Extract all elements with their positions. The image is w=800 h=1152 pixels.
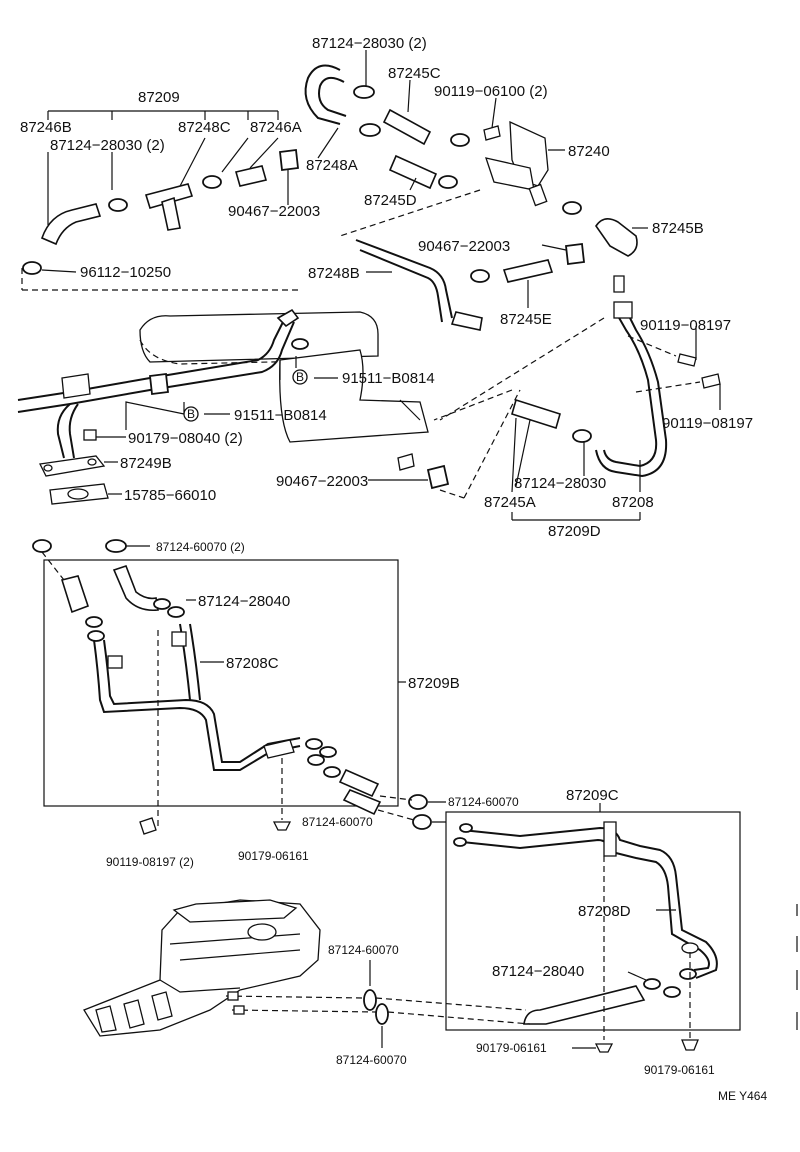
label-87245E: 87245E	[500, 311, 552, 328]
assembly-87209B	[32, 539, 446, 835]
label-87209: 87209	[138, 89, 180, 106]
label-87209C: 87209C	[566, 787, 619, 804]
label-87248C: 87248C	[178, 119, 231, 136]
fuel-tank-assembly	[83, 899, 531, 1048]
label-87208D: 87208D	[578, 903, 631, 920]
label-90467-22003-b: 90467−22003	[418, 238, 510, 255]
label-96112-10250: 96112−10250	[80, 264, 171, 281]
label-90119-08197-2: 90119-08197 (2)	[106, 855, 194, 869]
middle-left-assembly	[17, 308, 521, 505]
label-90119-08197-a: 90119−08197	[640, 317, 731, 334]
label-87240: 87240	[568, 143, 610, 160]
label-87124-60070-a: 87124-60070	[448, 795, 519, 809]
label-87249B: 87249B	[120, 455, 172, 472]
top-assembly	[21, 50, 648, 331]
label-87209B: 87209B	[408, 675, 460, 692]
label-90467-22003-a: 90467−22003	[228, 203, 320, 220]
label-87124-60070-b: 87124-60070	[302, 815, 373, 829]
label-87246A: 87246A	[250, 119, 302, 136]
label-90179-06161-c: 90179-06161	[644, 1063, 715, 1077]
label-87248A: 87248A	[306, 157, 358, 174]
label-87245A: 87245A	[484, 494, 536, 511]
label-90179-06161-a: 90179-06161	[238, 849, 309, 863]
label-reference-code: ME Y464	[718, 1089, 767, 1103]
label-87246B: 87246B	[20, 119, 72, 136]
label-87124-28040-bot: 87124−28040	[492, 963, 584, 980]
label-90179-06161-b: 90179-06161	[476, 1041, 547, 1055]
label-91511-B0814-a: 91511−B0814	[342, 370, 435, 387]
label-87245C: 87245C	[388, 65, 441, 82]
label-90119-06100-2: 90119−06100 (2)	[434, 83, 548, 100]
label-90467-22003-c: 90467−22003	[276, 473, 368, 490]
label-90179-08040-2: 90179−08040 (2)	[128, 430, 243, 447]
label-87124-28030-mid: 87124−28030	[514, 475, 606, 492]
label-87124-60070-2: 87124-60070 (2)	[156, 540, 245, 554]
badge-b-2: B	[183, 406, 199, 422]
badge-b-1: B	[292, 369, 308, 385]
part-labels: 87124−28030 (2) 87245C 90119−06100 (2) 8…	[20, 35, 767, 1103]
label-90119-08197-b: 90119−08197	[662, 415, 753, 432]
label-91511-B0814-b: 91511−B0814	[234, 407, 327, 424]
assembly-87209C	[445, 803, 741, 1053]
middle-right-assembly	[433, 301, 721, 521]
badge-b2-text: B	[187, 407, 195, 421]
label-87124-28030-2-top: 87124−28030 (2)	[312, 35, 427, 52]
label-87124-28040-top: 87124−28040	[198, 593, 290, 610]
label-87208: 87208	[612, 494, 654, 511]
label-87208C: 87208C	[226, 655, 279, 672]
label-87124-28030-2-left: 87124−28030 (2)	[50, 137, 165, 154]
label-87124-60070-d: 87124-60070	[336, 1053, 407, 1067]
label-87245D: 87245D	[364, 192, 417, 209]
label-87245B: 87245B	[652, 220, 704, 237]
label-87124-60070-c: 87124-60070	[328, 943, 399, 957]
badge-b1-text: B	[296, 370, 304, 384]
label-87209D: 87209D	[548, 523, 601, 540]
label-15785-66010: 15785−66010	[124, 487, 216, 504]
label-87248B: 87248B	[308, 265, 360, 282]
